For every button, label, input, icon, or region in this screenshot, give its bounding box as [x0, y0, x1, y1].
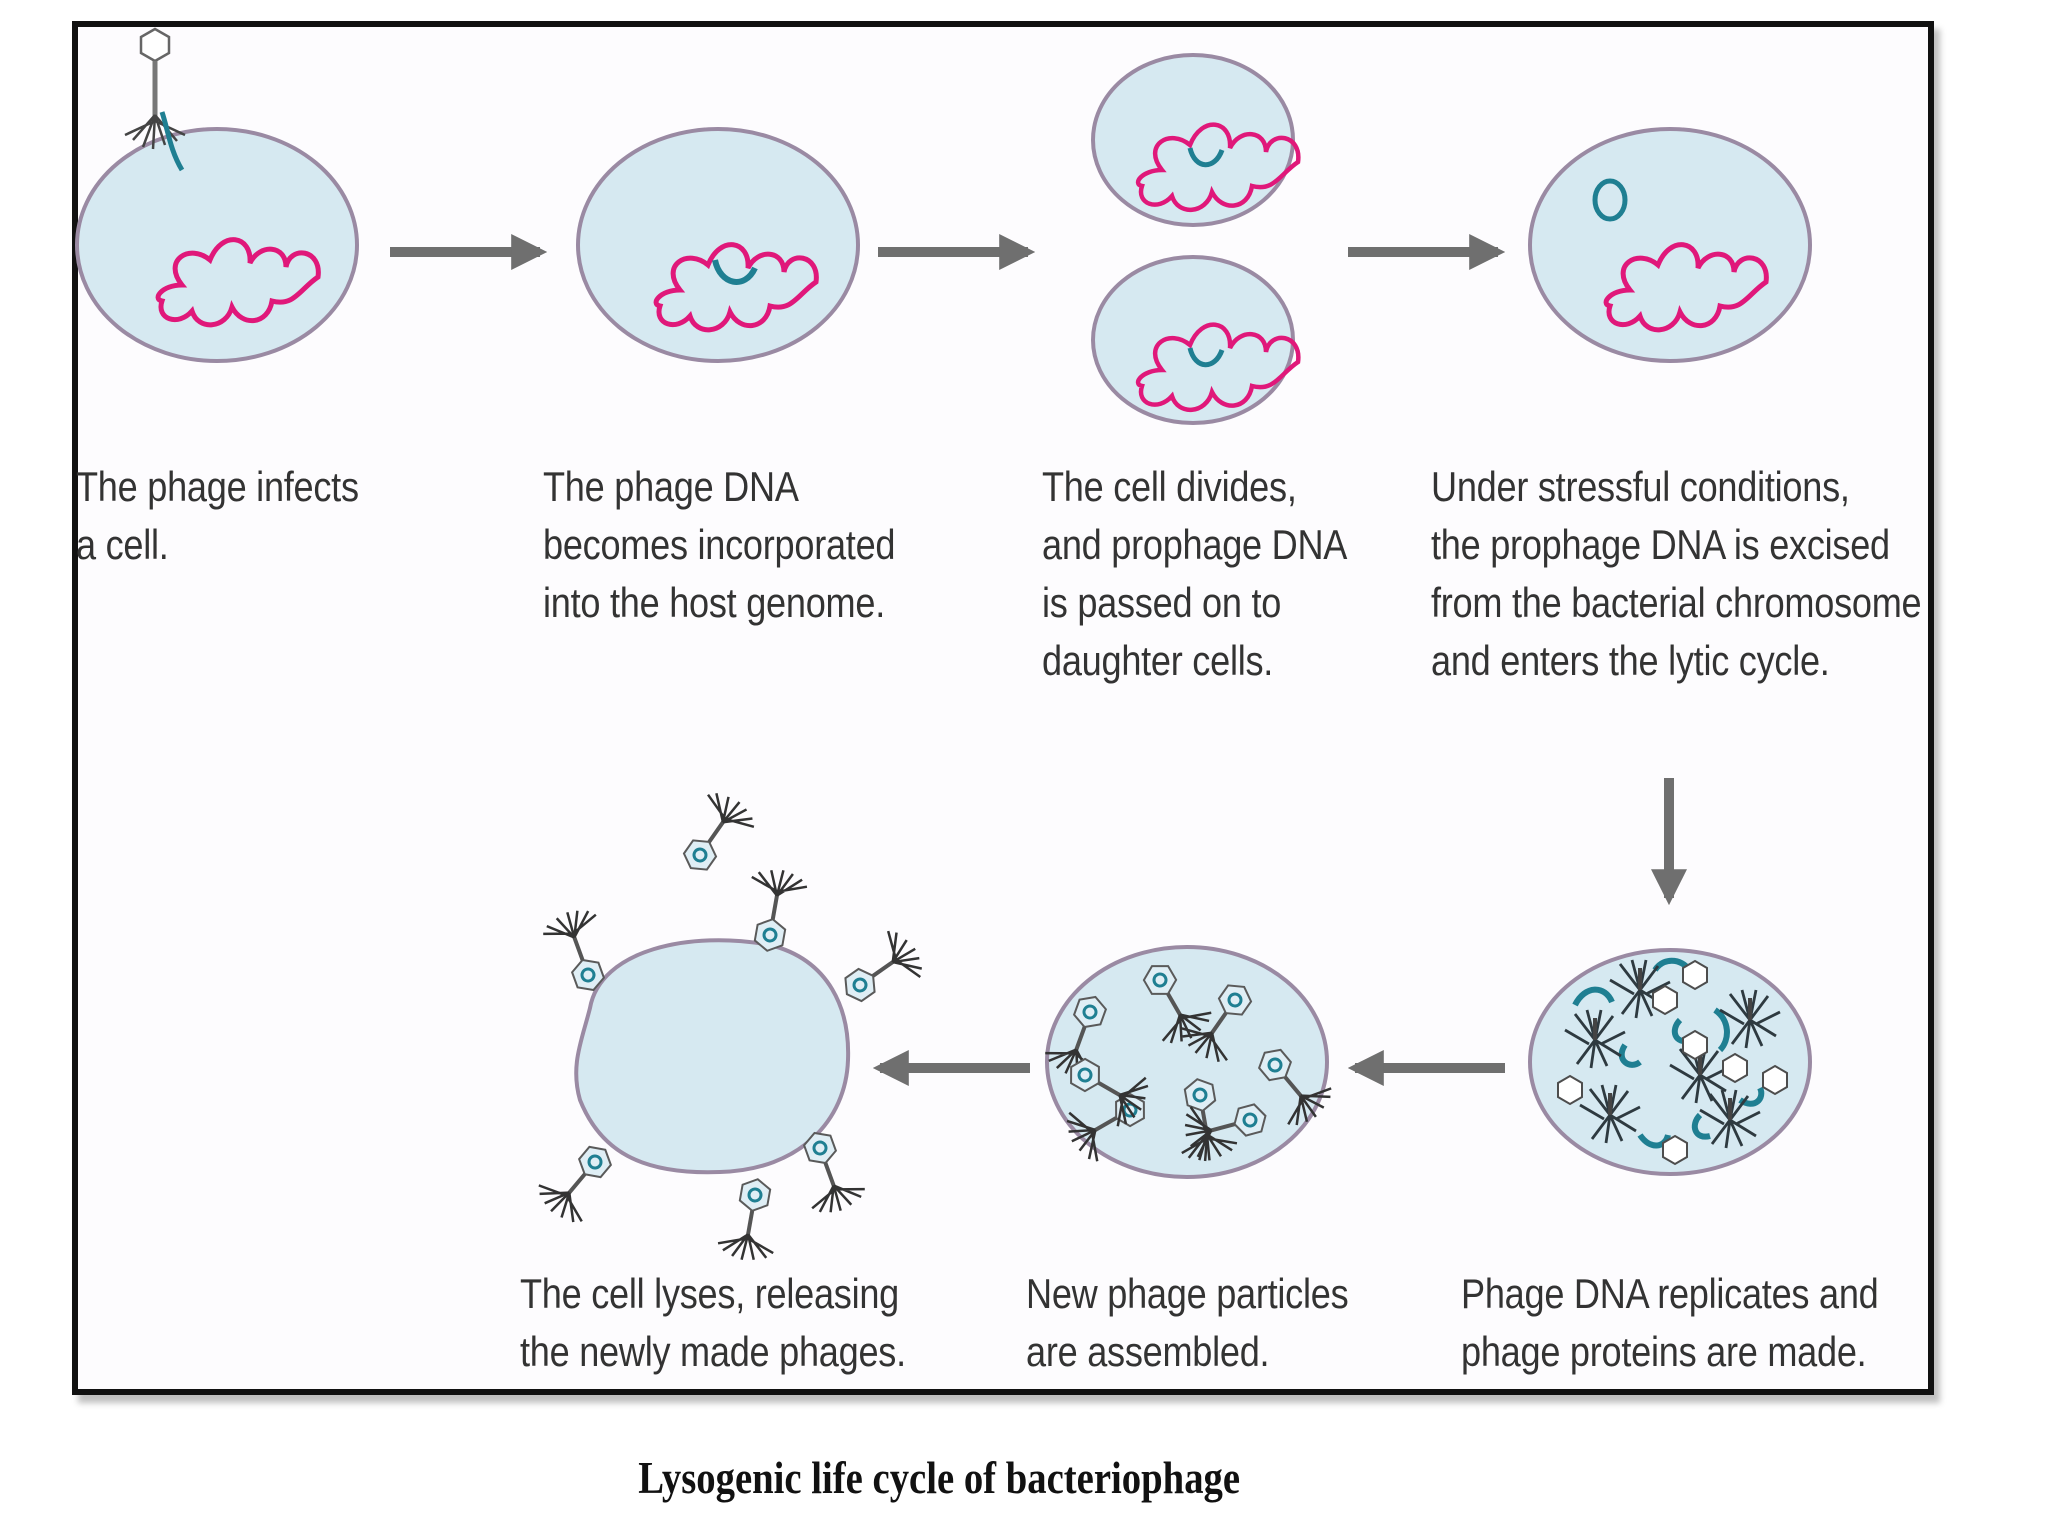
phage-icon — [124, 27, 186, 150]
cell-step2 — [576, 127, 860, 363]
cell-step3-top — [1091, 53, 1298, 227]
cell-step6 — [1039, 945, 1341, 1179]
cell-step7 — [529, 782, 933, 1267]
cell-step3-bottom — [1091, 255, 1298, 425]
cell-step5 — [1528, 948, 1812, 1176]
cell-step4 — [1528, 127, 1812, 363]
figure-title: Lysogenic life cycle of bacteriophage — [638, 1453, 1241, 1503]
cell-step1 — [75, 27, 359, 363]
caption-step4: Under stressful conditions,the prophage … — [1431, 463, 1922, 684]
